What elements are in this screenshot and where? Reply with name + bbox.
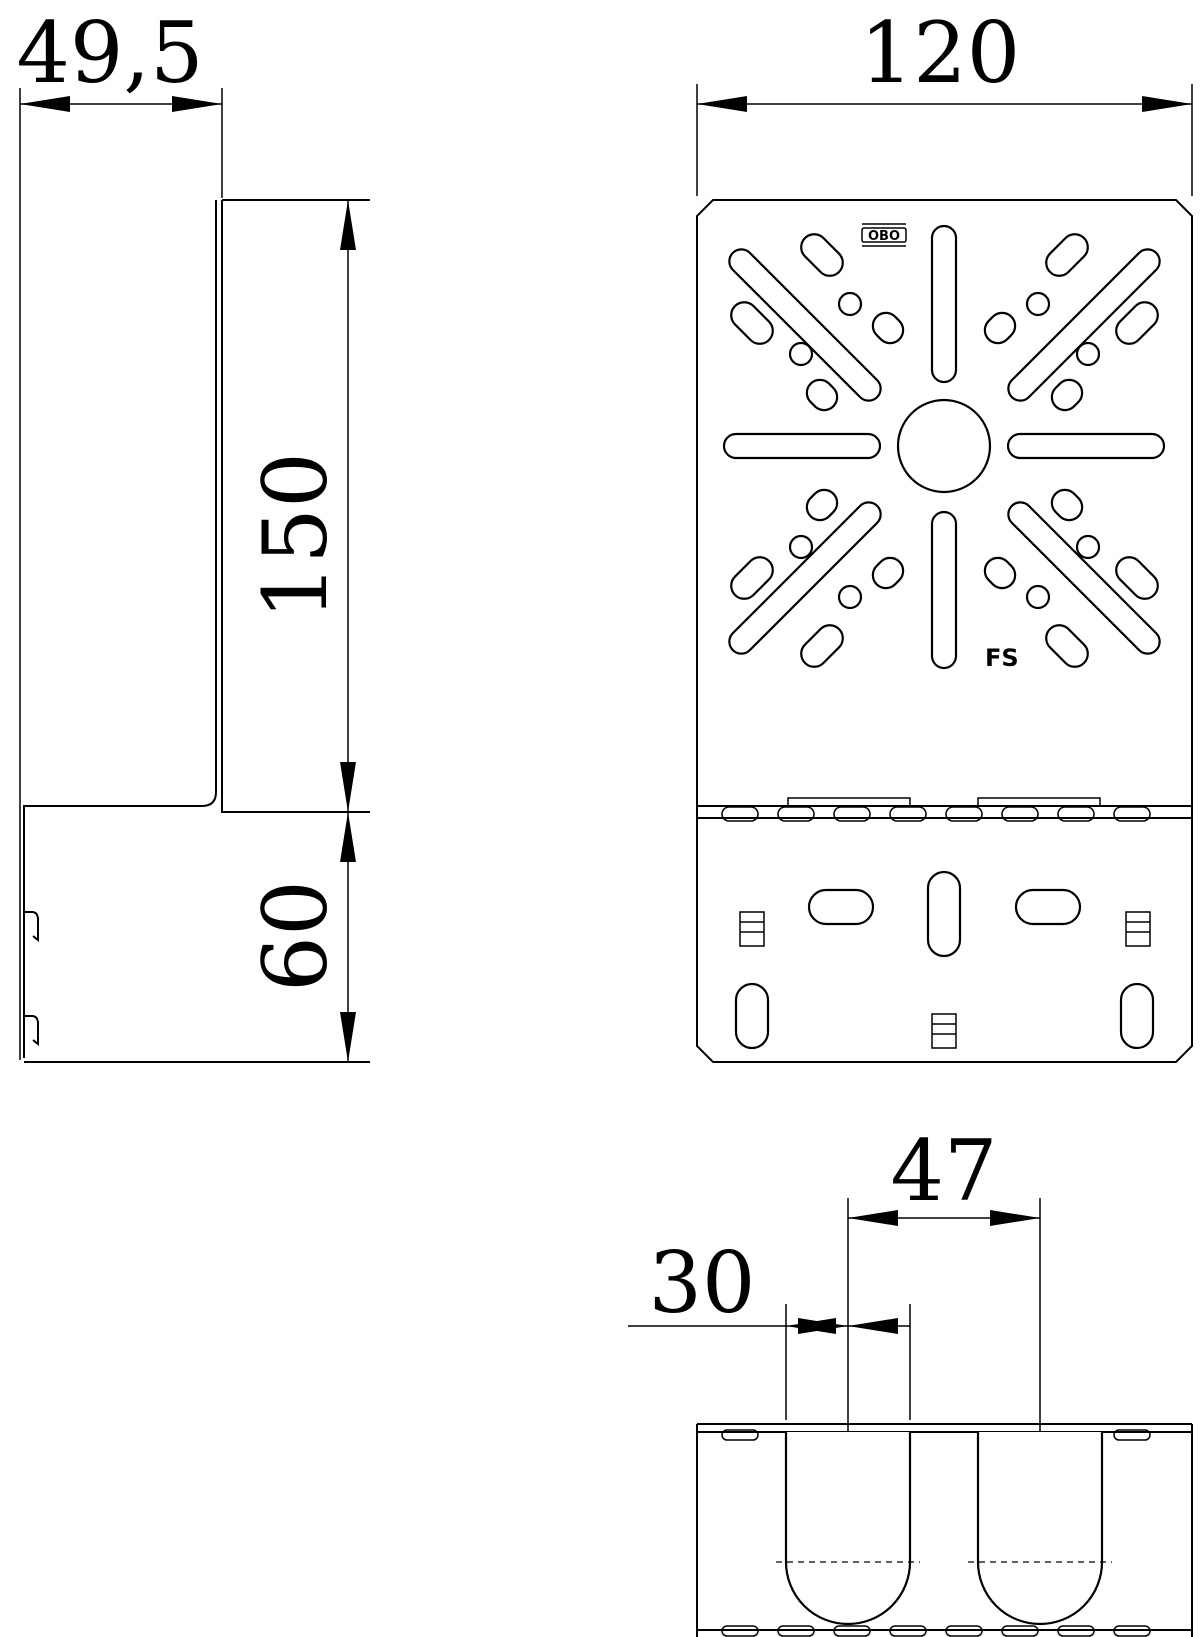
side-view: 49,5 150 60 [16, 4, 370, 1063]
bend-perforations [721, 806, 1151, 822]
fs-label: FS [985, 644, 1019, 672]
dim-front-width: 120 [860, 4, 1020, 102]
dim-bottom-spacing: 47 [891, 1122, 998, 1220]
dim-bottom-slot: 30 [649, 1234, 756, 1332]
dim-side-width: 49,5 [16, 4, 203, 102]
tabs [739, 911, 1151, 1049]
dim-side-height-upper: 150 [244, 452, 347, 620]
bottom-perforations [721, 1625, 1151, 1637]
bottom-view: 47 30 [628, 1122, 1193, 1637]
front-view: 120 OBO [696, 4, 1193, 1063]
brand-label: OBO [868, 229, 900, 244]
obo-logo: OBO [861, 223, 907, 247]
plate-outline [696, 199, 1193, 1063]
dim-side-height-lower: 60 [244, 880, 347, 992]
center-hole [896, 398, 992, 494]
